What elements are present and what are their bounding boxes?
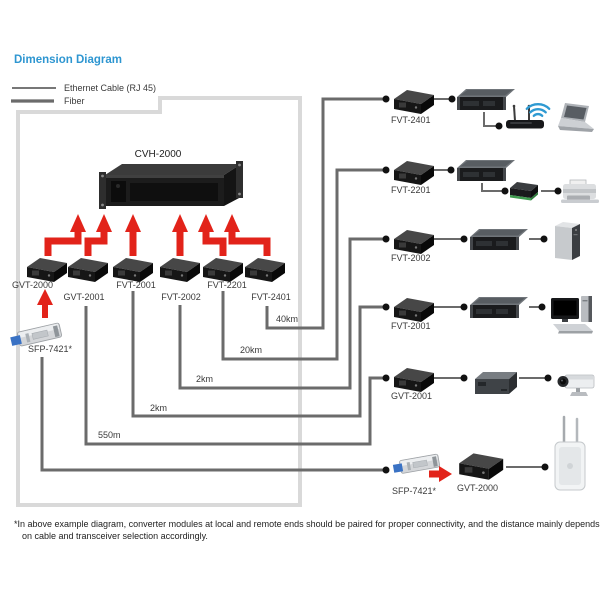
- module-fvt-2001-image: [113, 258, 153, 282]
- pc-tower-icon: [555, 222, 580, 260]
- desktop-computer-icon: [551, 296, 593, 334]
- sfp-right-arrow: [429, 466, 452, 482]
- sfp-up-arrow: [37, 289, 53, 318]
- connection-dot: [541, 463, 549, 471]
- remote-converter-label-fvt-2401: FVT-2401: [391, 115, 431, 125]
- connection-dot: [460, 235, 468, 243]
- module-label-fvt-2401: FVT-2401: [251, 292, 291, 302]
- module-label-fvt-2002: FVT-2002: [161, 292, 201, 302]
- ethernet-link-row2-printserver: [481, 183, 503, 192]
- connection-dot: [544, 374, 552, 382]
- network-switch-icon: [470, 229, 528, 250]
- connection-dot: [382, 95, 390, 103]
- fiber-run-fvt-2201: [221, 168, 383, 361]
- uplink-arrows: [44, 231, 271, 256]
- module-fvt-2201-image: [203, 258, 243, 282]
- chassis-label: CVH-2000: [134, 149, 182, 160]
- network-switch-icon: [457, 160, 515, 181]
- connection-dot: [382, 235, 390, 243]
- remote-sfp-label: SFP-7421*: [392, 486, 437, 496]
- connection-dot: [495, 122, 503, 130]
- local-sfp-label: SFP-7421*: [27, 344, 73, 354]
- red-arrow-6: [228, 231, 271, 256]
- connection-dot: [448, 95, 456, 103]
- chassis-image: [99, 161, 243, 209]
- remote-converter-label-fvt-2002: FVT-2002: [391, 253, 431, 263]
- remote-converter-label-fvt-2201: FVT-2201: [391, 185, 431, 195]
- module-gvt-2000-image: [27, 258, 67, 282]
- connection-dot: [447, 166, 455, 174]
- module-gvt-2001-image: [68, 258, 108, 282]
- module-label-gvt-2000: GVT-2000: [11, 280, 54, 290]
- media-box-icon: [475, 372, 517, 394]
- distance-label-2km-a: 2km: [196, 374, 214, 384]
- red-arrow-1: [44, 231, 82, 256]
- connection-dot: [540, 235, 548, 243]
- remote-converter-label-gvt-2000: GVT-2000: [457, 483, 499, 493]
- fiber-run-gvt-2001: [84, 306, 383, 446]
- remote-converter-gvt-2001-image: [394, 368, 434, 392]
- connection-dot: [554, 187, 562, 195]
- wifi-signal-icon: [525, 103, 551, 117]
- frame-border: [16, 96, 302, 507]
- remote-converter-fvt-2401-image: [394, 90, 434, 114]
- remote-converter-fvt-2001-image: [394, 298, 434, 322]
- ethernet-link-row1-router: [483, 112, 497, 127]
- distance-label-2km-b: 2km: [150, 403, 168, 413]
- connection-dot: [382, 466, 390, 474]
- print-server-icon: [510, 182, 538, 201]
- network-switch-icon: [470, 297, 528, 318]
- connection-dot: [538, 303, 546, 311]
- connection-dot: [460, 303, 468, 311]
- remote-converter-gvt-2000-image: [459, 453, 504, 480]
- fiber-run-sfp-7421: [40, 357, 383, 472]
- red-arrow-2: [84, 231, 108, 256]
- connection-dot: [382, 374, 390, 382]
- remote-converter-label-gvt-2001: GVT-2001: [391, 391, 433, 401]
- fiber-run-fvt-2401: [265, 97, 383, 330]
- page-title: Dimension Diagram: [14, 54, 122, 66]
- laptop-icon: [558, 103, 594, 132]
- legend-ethernet-label: Ethernet Cable (RJ 45): [64, 83, 157, 93]
- connection-dot: [382, 166, 390, 174]
- red-arrow-5: [202, 231, 227, 256]
- legend-fiber-label: Fiber: [64, 96, 85, 106]
- connection-dots: [382, 95, 562, 474]
- module-fvt-2002-image: [160, 258, 200, 282]
- printer-icon: [560, 179, 600, 204]
- footnote: *In above example diagram, converter mod…: [14, 519, 600, 541]
- module-fvt-2401-image: [245, 258, 285, 282]
- fiber-run-fvt-2002: [178, 237, 383, 390]
- connection-dot: [382, 303, 390, 311]
- distance-label-20km: 20km: [240, 345, 263, 355]
- outdoor-access-point-icon: [553, 415, 587, 492]
- ip-camera-icon: [557, 374, 595, 397]
- distance-label-550m: 550m: [98, 430, 121, 440]
- connection-dot: [501, 187, 509, 195]
- module-label-gvt-2001: GVT-2001: [63, 292, 105, 302]
- distance-label-40km: 40km: [276, 314, 299, 324]
- remote-converter-fvt-2201-image: [394, 161, 434, 185]
- network-switch-icon: [457, 89, 515, 110]
- remote-converter-fvt-2002-image: [394, 230, 434, 254]
- module-label-fvt-2001: FVT-2001: [116, 280, 156, 290]
- fiber-run-fvt-2001: [131, 291, 383, 418]
- remote-converter-label-fvt-2001: FVT-2001: [391, 321, 431, 331]
- uplink-arrowheads: [70, 214, 240, 232]
- module-label-fvt-2201: FVT-2201: [207, 280, 247, 290]
- connection-dot: [460, 374, 468, 382]
